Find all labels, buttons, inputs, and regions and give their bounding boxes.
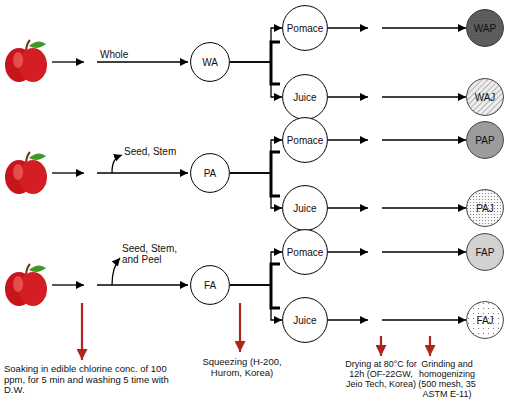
circle-shape [283,230,328,275]
process-circle: PAP [466,121,504,159]
process-circle: WAP [466,9,504,47]
annotation-label: Grinding and homogenizing (500 mesh, 35 … [410,359,484,399]
flow-connector [230,140,282,173]
node-label: FAP [476,247,495,258]
flow-connector [328,207,466,208]
process-circle: Pomace [282,117,328,163]
circle-shape [467,79,504,116]
circle-shape [467,10,504,47]
circle-shape [283,118,328,163]
process-circle: Pomace [282,5,328,51]
flow-connector [230,62,282,97]
arrow-line [97,61,188,62]
flow-connector [230,173,282,208]
arrow-line [97,172,188,173]
process-circle: WAJ [466,78,504,116]
flow-connector [230,28,282,62]
circle-shape [191,43,230,82]
apple-illustration [5,152,47,194]
circle-shape [283,298,328,343]
process-circle: FA [190,265,230,305]
node-label: PA [204,168,217,179]
circle-shape [467,234,504,271]
annotation-label: Drying at 80°C for 12h (OF-22GW, Jeio Te… [342,359,420,389]
arrow-line [52,61,84,62]
step-arrow [81,303,83,360]
process-circle: Juice [282,297,328,343]
split-brackets [271,42,280,308]
node-label: FA [204,280,216,291]
circle-shape [467,302,504,339]
process-circle: PAJ [466,189,504,227]
flow-connector [328,27,466,28]
circle-shape [283,186,328,231]
process-circle: FAJ [466,301,504,339]
process-circle: FAP [466,233,504,271]
apple-illustration [5,40,47,82]
process-circle: WA [190,42,230,82]
step-arrow [429,336,431,356]
node-label: Pomace [287,23,324,34]
node-label: PAP [475,135,494,146]
annotation-label: Seed, Stem [124,146,176,157]
circle-shape [191,266,230,305]
flow-connector [328,251,466,252]
bracket [271,152,280,196]
node-label: Juice [293,315,316,326]
process-circle: Pomace [282,229,328,275]
process-circle: Juice [282,74,328,120]
node-label: WA [202,57,218,68]
node-label: Pomace [287,135,324,146]
removal-arrow [112,155,122,173]
flow-connector [328,96,466,97]
process-circle: PA [190,153,230,193]
bracket [271,264,280,308]
annotation-label: Whole [100,49,128,60]
arrow-line [97,284,188,285]
node-label: WAJ [475,92,496,103]
flow-connector [328,139,466,140]
node-label: WAP [474,23,496,34]
flow-connector [230,285,282,320]
circle-shape [283,75,328,120]
flow-connector [230,252,282,285]
flow-connector [328,319,466,320]
circle-shape [467,122,504,159]
node-label: Juice [293,203,316,214]
step-arrow [380,336,382,356]
step-arrows [82,303,430,360]
node-label: PAJ [476,203,494,214]
arrow-line [52,172,84,173]
annotation-label: Seed, Stem, and Peel [122,243,186,265]
circle-shape [191,154,230,193]
step-arrow [239,303,241,352]
node-label: Juice [293,92,316,103]
apple-arrows [52,62,188,285]
removal-arrow [112,258,120,285]
circle-shape [467,190,504,227]
process-circle: Juice [282,185,328,231]
bracket [271,42,280,84]
node-label: FAJ [476,315,493,326]
apple-illustration [5,264,47,306]
node-label: Pomace [287,247,324,258]
annotation-label: Squeezing (H-200, Hurom, Korea) [190,357,294,378]
circle-shape [283,6,328,51]
annotation-label: Soaking in edible chlorine conc. of 100 … [4,364,188,396]
arrow-line [52,284,84,285]
